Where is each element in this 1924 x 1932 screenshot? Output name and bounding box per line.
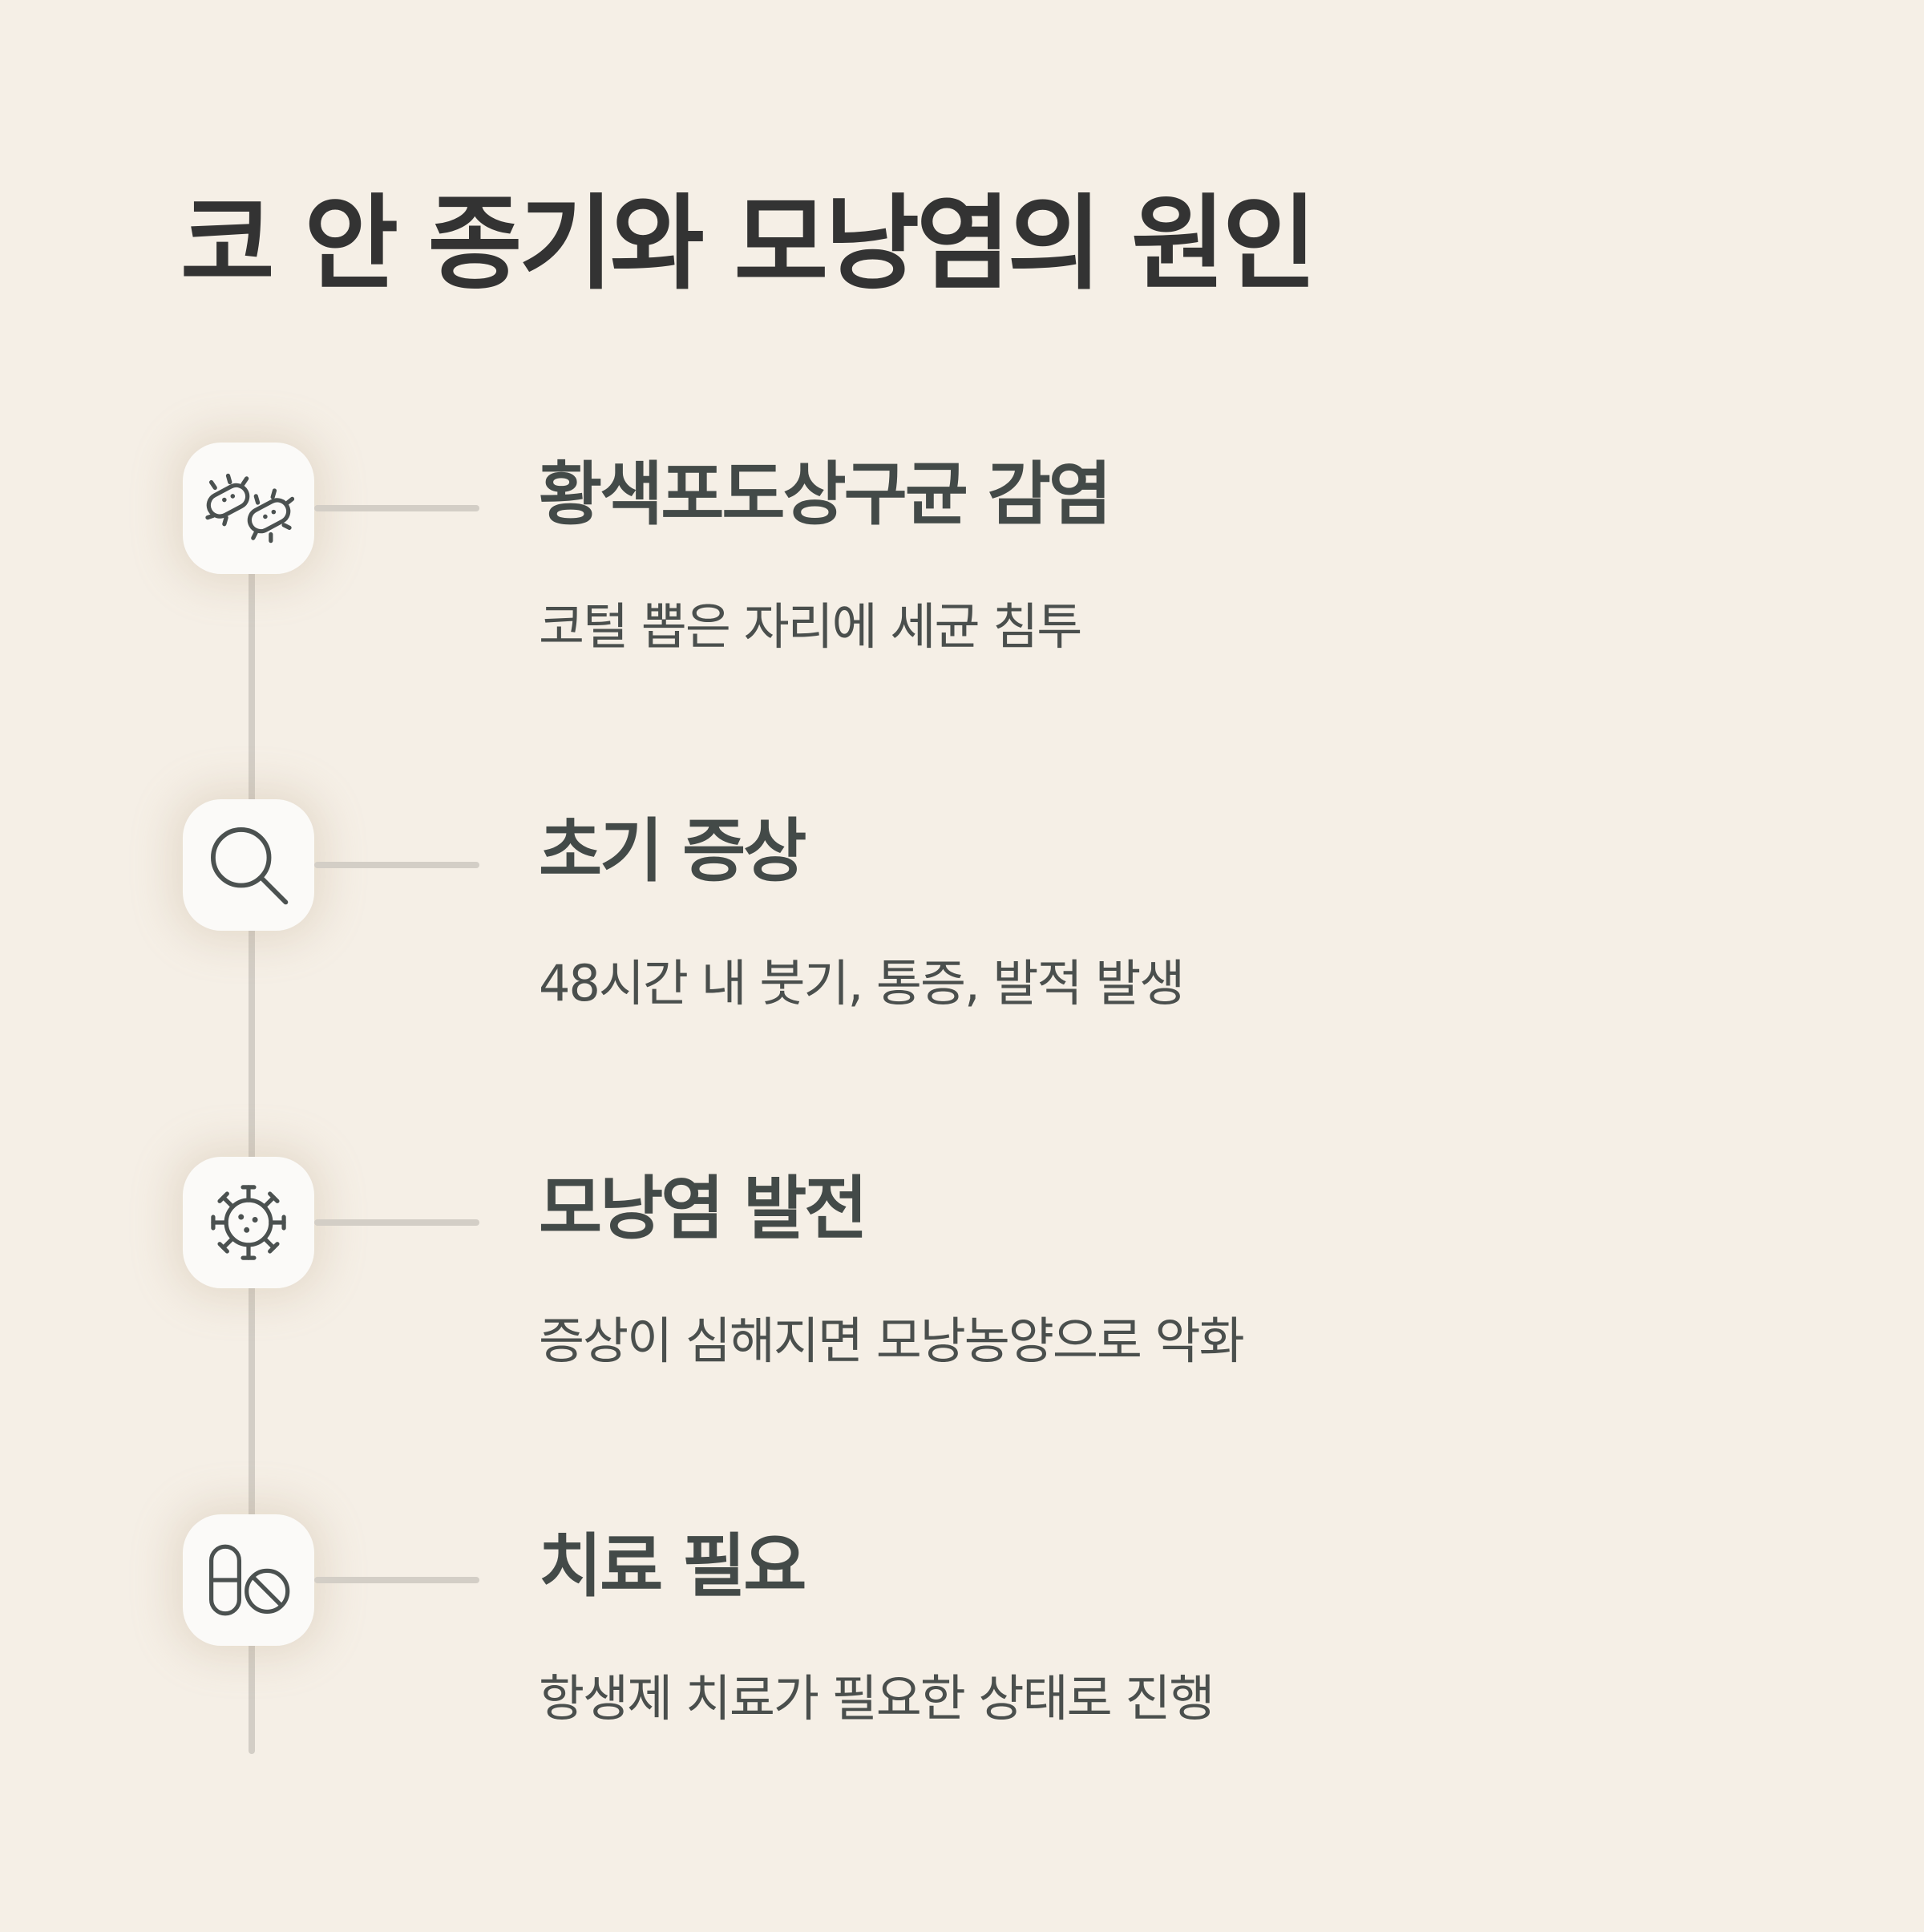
connector-line	[314, 862, 479, 868]
connector-line	[314, 1577, 479, 1583]
step-title: 모낭염 발전	[539, 1169, 868, 1249]
step-description: 증상이 심해지면 모낭농양으로 악화	[539, 1312, 1245, 1370]
step-title: 황색포도상구균 감염	[539, 455, 1112, 535]
pill-prohibited-icon	[208, 1544, 290, 1616]
page-title: 코 안 종기와 모낭염의 원인	[180, 184, 1317, 304]
timeline-step-1: 황색포도상구균 감염 코털 뽑은 자리에 세균 침투	[0, 443, 1924, 683]
step-title: 초기 증상	[539, 811, 806, 891]
step-description: 코털 뽑은 자리에 세균 침투	[539, 597, 1082, 656]
step-title: 치료 필요	[539, 1526, 806, 1607]
icon-box	[183, 1157, 314, 1288]
magnifier-icon	[211, 827, 289, 905]
connector-line	[314, 505, 479, 511]
bacteria-icon	[205, 473, 295, 544]
virus-icon	[211, 1185, 286, 1260]
icon-box	[183, 443, 314, 574]
icon-box	[183, 799, 314, 931]
timeline-step-2: 초기 증상 48시간 내 붓기, 통증, 발적 발생	[0, 799, 1924, 1040]
connector-line	[314, 1219, 479, 1226]
timeline-step-3: 모낭염 발전 증상이 심해지면 모낭농양으로 악화	[0, 1157, 1924, 1397]
step-description: 항생제 치료가 필요한 상태로 진행	[539, 1669, 1215, 1728]
step-description: 48시간 내 붓기, 통증, 발적 발생	[539, 954, 1185, 1012]
icon-box	[183, 1514, 314, 1646]
timeline-rail	[249, 513, 255, 1754]
timeline-step-4: 치료 필요 항생제 치료가 필요한 상태로 진행	[0, 1514, 1924, 1755]
